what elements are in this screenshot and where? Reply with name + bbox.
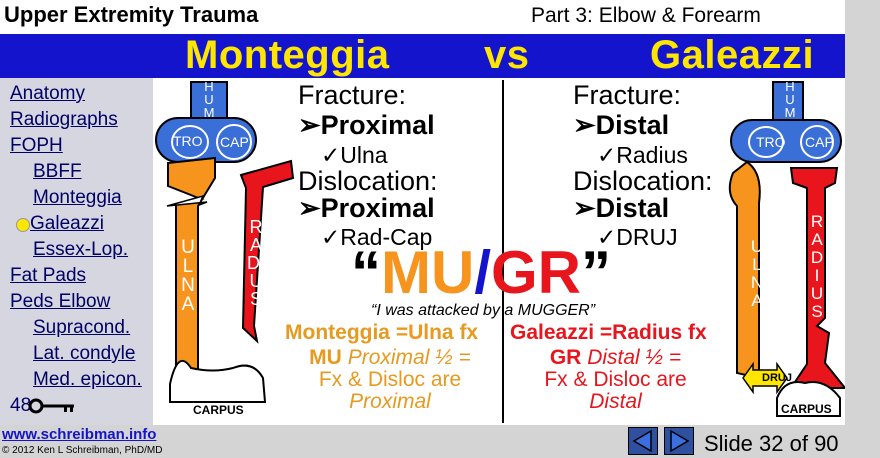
arrow-left-icon <box>632 429 652 453</box>
right-dislocation-label: Dislocation: <box>573 166 713 196</box>
nav-anatomy[interactable]: Anatomy <box>10 83 85 104</box>
key-icon[interactable] <box>28 397 76 415</box>
left-tro-label: TRO <box>173 133 203 149</box>
title-galeazzi: Galeazzi <box>650 33 815 77</box>
left-dislocation-label: Dislocation: <box>298 166 438 196</box>
monteggia-diagram <box>155 81 295 403</box>
arrow-right-icon <box>670 429 690 453</box>
nav-monteggia[interactable]: Monteggia <box>33 187 122 208</box>
left-dislocation-level: ➢Proximal <box>298 193 435 223</box>
right-ulna-label: ULNA <box>750 237 764 310</box>
bullet-icon <box>16 218 30 232</box>
nav-supracond[interactable]: Supracond. <box>33 317 131 338</box>
right-dislocation-site: ✓DRUJ <box>597 224 678 250</box>
monteggia-ulna-fx: Monteggia =Ulna fx <box>285 321 479 344</box>
right-druj-label: DRUJ <box>762 372 792 384</box>
nav-radiographs[interactable]: Radiographs <box>10 109 118 130</box>
left-ulna-label: ULNA <box>181 237 195 315</box>
right-fracture-label: Fracture: <box>573 80 682 110</box>
right-fracture-bone: ✓Radius <box>597 142 688 168</box>
left-cap-label: CAP <box>220 134 249 150</box>
next-slide-button[interactable] <box>664 427 694 455</box>
title-monteggia: Monteggia <box>185 33 390 77</box>
copyright: © 2012 Ken L Schreibman, PhD/MD <box>2 445 163 456</box>
nav-bbff[interactable]: BBFF <box>33 161 82 182</box>
left-fracture-level: ➢Proximal <box>298 110 435 140</box>
left-fracture-bone: ✓Ulna <box>321 142 388 168</box>
mu-proximal-line2: Fx & Disloc are <box>318 368 462 391</box>
slide-counter: Slide 32 of 90 <box>704 431 839 456</box>
left-carpus-label: CARPUS <box>193 403 244 417</box>
title-vs: vs <box>484 33 530 77</box>
title-bar <box>0 34 845 78</box>
mu-proximal-line1: MU Proximal ½ = <box>309 346 471 369</box>
mnemonic-mugr: “MU/GR” <box>351 239 611 306</box>
left-dislocation-site: ✓Rad-Cap <box>321 224 433 250</box>
main-content: H U M TRO CAP ULNA RADIUS CARPUS Fractur… <box>153 78 845 425</box>
right-tro-label: TRO <box>756 134 786 150</box>
galeazzi-radius-fx: Galeazzi =Radius fx <box>510 321 707 344</box>
nav-peds-elbow[interactable]: Peds Elbow <box>10 291 111 312</box>
nav-fat-pads[interactable]: Fat Pads <box>10 265 87 286</box>
right-dislocation-level: ➢Distal <box>573 193 670 223</box>
nav-galeazzi[interactable]: Galeazzi <box>30 213 104 234</box>
footer <box>0 425 845 458</box>
header-title: Upper Extremity Trauma <box>4 2 259 27</box>
page-number: 48 <box>10 395 32 416</box>
sidebar: Anatomy Radiographs FOPH BBFF Monteggia … <box>0 78 153 425</box>
left-fracture-label: Fracture: <box>298 80 407 110</box>
nav-lat-condyle[interactable]: Lat. condyle <box>33 343 136 364</box>
right-hum-label: H U M <box>784 79 796 120</box>
prev-slide-button[interactable] <box>628 427 658 455</box>
right-radius-label: RADIUS <box>810 212 824 321</box>
right-carpus-label: CARPUS <box>781 402 832 416</box>
right-fracture-level: ➢Distal <box>573 110 670 140</box>
center-divider <box>502 80 504 423</box>
nav-med-epicon[interactable]: Med. epicon. <box>33 369 142 390</box>
nav-essex-lop[interactable]: Essex-Lop. <box>33 239 129 260</box>
nav-foph[interactable]: FOPH <box>10 135 63 156</box>
mnemonic-tagline: “I was attacked by a MUGGER” <box>371 302 596 319</box>
gr-distal-line3: Distal <box>589 390 642 413</box>
left-radius-label: RADIUS <box>247 217 265 309</box>
gr-distal-line1: GR Distal ½ = <box>549 346 682 369</box>
website-link[interactable]: www.schreibman.info <box>2 426 157 443</box>
right-cap-label: CAP <box>805 134 834 150</box>
right-gutter <box>845 0 880 458</box>
gr-distal-line2: Fx & Disloc are <box>544 368 687 391</box>
galeazzi-diagram <box>728 81 845 417</box>
header-part: Part 3: Elbow & Forearm <box>531 4 761 27</box>
mu-proximal-line3: Proximal <box>349 390 431 413</box>
left-hum-label: H U M <box>203 79 215 120</box>
